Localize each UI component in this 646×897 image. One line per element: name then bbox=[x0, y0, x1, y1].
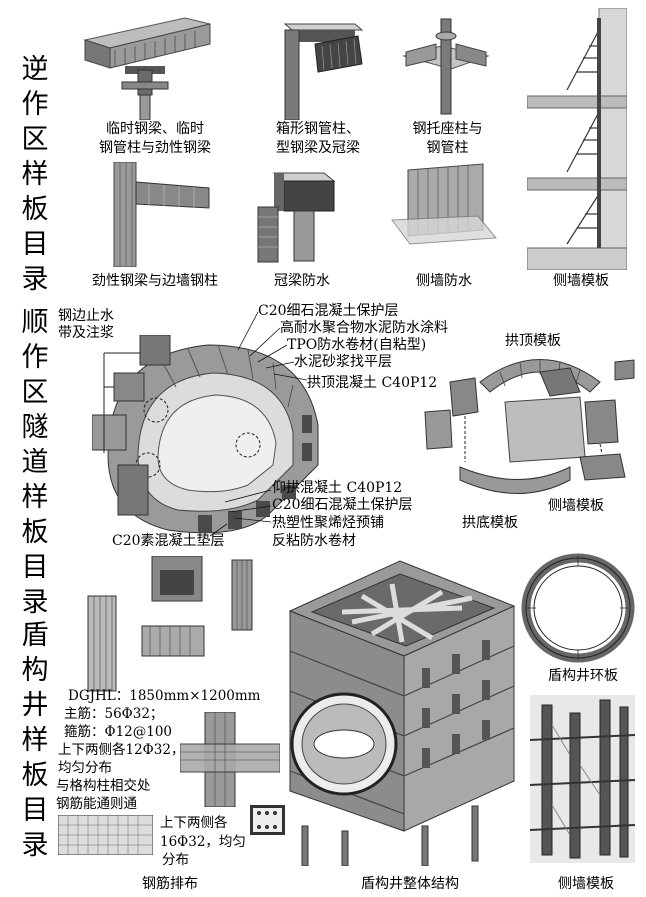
rebar-section-image bbox=[250, 805, 285, 835]
layer-leader-lines bbox=[237, 311, 308, 381]
section-title-shaft: 盾构井样板目录 bbox=[21, 620, 49, 861]
tunnel-side-formwork-label: 侧墙模板 bbox=[548, 498, 604, 514]
spec-line-2: 箍筋：Φ12@100 bbox=[64, 724, 173, 740]
cushion-label: C20素混凝土垫层 bbox=[112, 533, 225, 549]
shaft-structure-caption: 盾构井整体结构 bbox=[361, 876, 459, 892]
reverse-caption-2: 箱形钢管柱、型钢梁及冠梁 bbox=[276, 121, 360, 156]
spec-line-3: 上下两侧各12Φ32， bbox=[58, 742, 185, 758]
layer-label-top-4: 拱顶混凝土 C40P12 bbox=[307, 375, 438, 391]
spec-line-1: 主筋：56Φ32； bbox=[64, 706, 164, 722]
section-title-reverse: 逆作区样板目录 bbox=[21, 54, 49, 295]
rebar-joint-image bbox=[180, 712, 280, 807]
box-steel-column-image bbox=[280, 16, 365, 120]
section-title-tunnel: 顺作区隧道样板目录 bbox=[21, 307, 49, 618]
layer-label-bottom-0: 仰拱混凝土 C40P12 bbox=[272, 480, 403, 496]
rebar-mesh-image bbox=[58, 815, 153, 855]
side-wall-formwork-image-1 bbox=[527, 8, 627, 270]
ring-plate-caption: 盾构井环板 bbox=[548, 668, 618, 684]
composite-beam-side-column-image bbox=[104, 162, 216, 267]
layer-label-bottom-3: 反粘防水卷材 bbox=[272, 533, 356, 549]
shield-shaft-structure-image bbox=[282, 556, 522, 866]
shield-ring-plate-image bbox=[520, 550, 635, 665]
spec2-line-1: 16Φ32，均匀 bbox=[160, 834, 246, 850]
waterstop-detail-images bbox=[92, 335, 172, 485]
crown-beam-waterproof-image bbox=[254, 165, 336, 265]
spec2-line-0: 上下两侧各 bbox=[160, 815, 228, 831]
shaft-formwork-caption: 侧墙模板 bbox=[558, 876, 614, 892]
layer-label-bottom-2: 热塑性聚烯烃预铺 bbox=[272, 515, 384, 531]
spec-line-6: 钢筋能通则通 bbox=[56, 796, 137, 812]
spec-line-5: 与格构柱相交处 bbox=[56, 778, 151, 794]
reverse-caption-1: 临时钢梁、临时钢管柱与劲性钢梁 bbox=[99, 121, 211, 156]
steel-bracket-column-image bbox=[396, 14, 496, 119]
tunnel-section-image bbox=[88, 315, 338, 545]
temp-steel-beam-image bbox=[80, 8, 215, 120]
layer-label-top-1: 高耐水聚合物水泥防水涂料 bbox=[280, 320, 448, 336]
reverse-caption-6: 侧墙防水 bbox=[416, 273, 472, 289]
rebar-layout-caption: 钢筋排布 bbox=[142, 876, 198, 892]
invert-formwork-label: 拱底模板 bbox=[462, 515, 518, 531]
tunnel-formwork-exploded-image bbox=[420, 342, 635, 507]
side-wall-waterproof-image bbox=[388, 160, 498, 268]
reverse-caption-5: 冠梁防水 bbox=[274, 273, 330, 289]
waterstop-label: 钢边止水带及注浆 bbox=[58, 308, 114, 341]
reverse-caption-7: 侧墙模板 bbox=[553, 273, 609, 289]
layer-label-top-3: 水泥砂浆找平层 bbox=[294, 354, 392, 370]
layer-label-top-2: TPO防水卷材(自粘型) bbox=[287, 337, 427, 353]
bottom-leader-lines bbox=[209, 489, 272, 537]
rebar-layout-images bbox=[82, 556, 272, 696]
spec-line-0: DGJHL：1850mm×1200mm bbox=[68, 688, 261, 704]
arch-formwork-label: 拱顶模板 bbox=[505, 333, 561, 349]
spec-line-4: 均匀分布 bbox=[58, 760, 112, 776]
layer-label-top-0: C20细石混凝土保护层 bbox=[258, 303, 399, 319]
shaft-side-formwork-image bbox=[530, 695, 635, 863]
spec2-line-2: 分布 bbox=[162, 852, 189, 868]
reverse-caption-4: 劲性钢梁与边墙钢柱 bbox=[92, 273, 218, 289]
reverse-caption-3: 钢托座柱与钢管柱 bbox=[412, 121, 483, 156]
layer-label-bottom-1: C20细石混凝土保护层 bbox=[272, 497, 413, 513]
